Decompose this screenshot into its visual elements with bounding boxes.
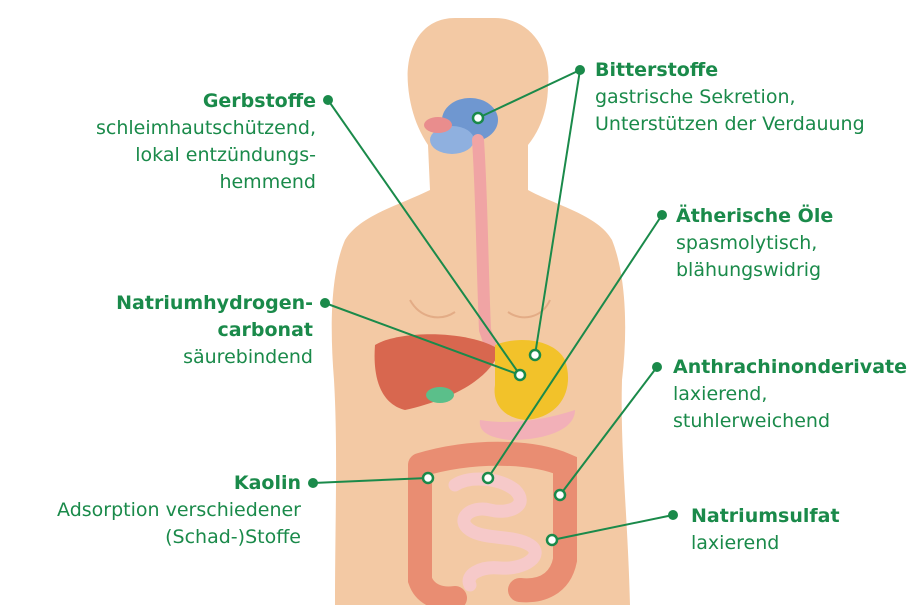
annotation-line: gastrische Sekretion, xyxy=(595,84,865,111)
annotation-line: Adsorption verschiedener xyxy=(57,497,301,524)
annotation-line: laxierend xyxy=(691,530,840,557)
annotation-anthrachinonderivate: Anthrachinonderivate laxierend, stuhlerw… xyxy=(673,354,907,435)
annotation-natriumsulfat: Natriumsulfat laxierend xyxy=(691,503,840,557)
annotation-title: Ätherische Öle xyxy=(676,203,833,230)
annotation-title: Bitterstoffe xyxy=(595,57,865,84)
annotation-title: Kaolin xyxy=(57,470,301,497)
annotation-title: Anthrachinonderivate xyxy=(673,354,907,381)
annotation-title: Natriumhydrogen- xyxy=(116,290,313,317)
annotation-title: carbonat xyxy=(116,317,313,344)
annotation-line: hemmend xyxy=(96,169,316,196)
annotation-kaolin: Kaolin Adsorption verschiedener (Schad-)… xyxy=(57,470,301,551)
gall-bladder xyxy=(426,387,454,403)
annotation-natriumhydrogencarbonat: Natriumhydrogen- carbonat säurebindend xyxy=(116,290,313,371)
annotation-aetherische-oele: Ätherische Öle spasmolytisch, blähungswi… xyxy=(676,203,833,284)
annotation-line: (Schad-)Stoffe xyxy=(57,524,301,551)
annotation-line: säurebindend xyxy=(116,344,313,371)
annotation-title: Gerbstoffe xyxy=(96,88,316,115)
annotation-line: lokal entzündungs- xyxy=(96,142,316,169)
annotation-line: schleimhautschützend, xyxy=(96,115,316,142)
annotation-bitterstoffe: Bitterstoffe gastrische Sekretion, Unter… xyxy=(595,57,865,138)
annotation-gerbstoffe: Gerbstoffe schleimhautschützend, lokal e… xyxy=(96,88,316,196)
annotation-line: spasmolytisch, xyxy=(676,230,833,257)
annotation-title: Natriumsulfat xyxy=(691,503,840,530)
annotation-line: stuhlerweichend xyxy=(673,408,907,435)
annotation-line: blähungswidrig xyxy=(676,257,833,284)
annotation-line: Unterstützen der Verdauung xyxy=(595,111,865,138)
annotation-line: laxierend, xyxy=(673,381,907,408)
